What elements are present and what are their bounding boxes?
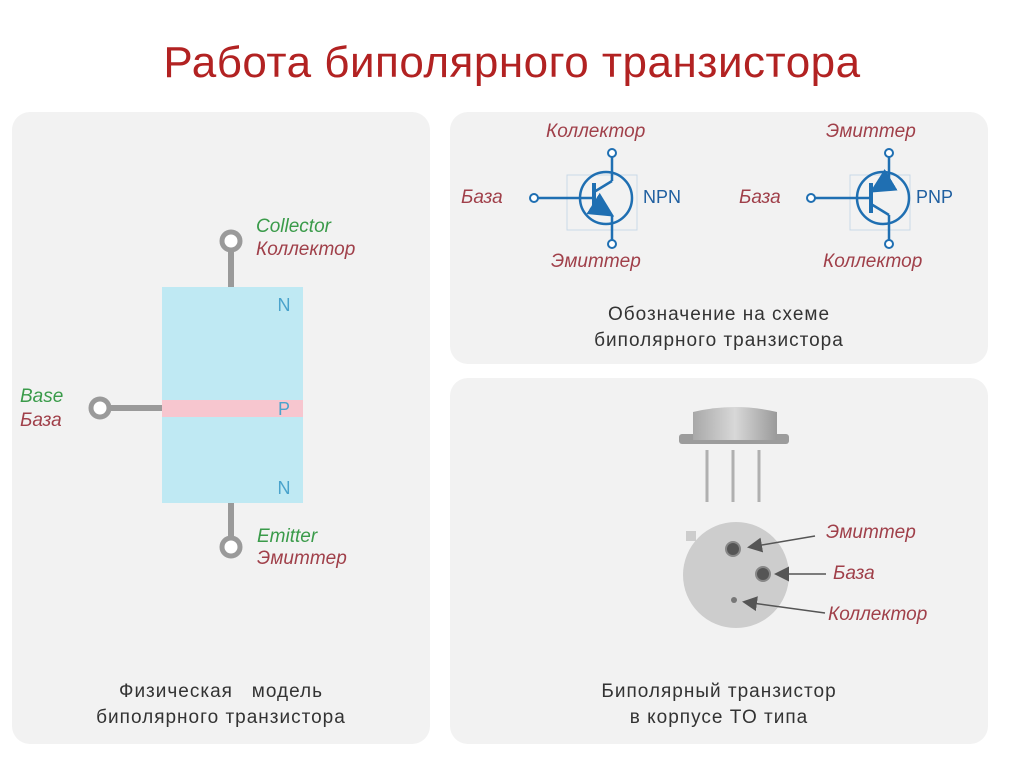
- schematic-caption: Обозначение на схеме биполярного транзис…: [450, 302, 988, 354]
- caption-line: Обозначение на схеме: [607, 304, 831, 325]
- n-layer-collector: [162, 287, 303, 400]
- pnp-collector-label: Коллектор: [823, 251, 923, 272]
- schematic-symbol-panel: [450, 112, 988, 364]
- package-emitter-label: Эмиттер: [826, 522, 916, 543]
- layer-label-n-bottom: N: [278, 478, 291, 498]
- collector-terminal: [219, 229, 243, 253]
- physical-model-caption: Физическая модель биполярного транзистор…: [12, 679, 430, 731]
- p-layer-base: [162, 400, 303, 417]
- caption-line: Физическая модель: [119, 681, 323, 702]
- emitter-label-en: Emitter: [257, 526, 318, 547]
- caption-line: Биполярный транзистор: [601, 681, 837, 702]
- n-layer-emitter: [162, 417, 303, 503]
- caption-line: биполярного транзистора: [594, 330, 844, 351]
- collector-label-en: Collector: [256, 216, 331, 237]
- npn-emitter-label: Эмиттер: [551, 251, 641, 272]
- pnp-type-label: PNP: [916, 187, 953, 207]
- emitter-terminal: [219, 535, 243, 559]
- base-label-ru: База: [20, 410, 62, 431]
- page-title: Работа биполярного транзистора: [163, 38, 861, 87]
- emitter-label-ru: Эмиттер: [257, 548, 347, 569]
- base-terminal: [88, 396, 112, 420]
- collector-label-ru: Коллектор: [256, 239, 356, 260]
- npn-collector-label: Коллектор: [546, 121, 646, 142]
- layer-label-n-top: N: [278, 295, 291, 315]
- to-can-side-view: [679, 407, 789, 502]
- layer-label-p: P: [278, 399, 290, 419]
- package-caption: Биполярный транзистор в корпусе TO типа: [450, 679, 988, 731]
- npn-symbol: [529, 148, 638, 249]
- to-can-bottom-view: [683, 522, 826, 628]
- npn-base-label: База: [461, 187, 503, 208]
- pnp-symbol: [806, 148, 911, 249]
- package-collector-label: Коллектор: [828, 604, 928, 625]
- package-base-label: База: [833, 563, 875, 584]
- caption-line: биполярного транзистора: [96, 707, 346, 728]
- pnp-emitter-label: Эмиттер: [826, 121, 916, 142]
- caption-line: в корпусе TO типа: [629, 707, 809, 728]
- npn-type-label: NPN: [643, 187, 681, 207]
- pnp-base-label: База: [739, 187, 781, 208]
- base-label-en: Base: [20, 386, 64, 407]
